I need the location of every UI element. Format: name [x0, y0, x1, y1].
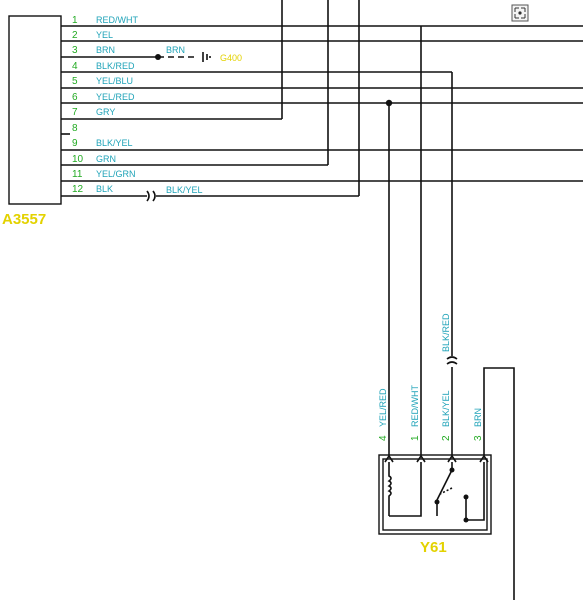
y61-wire-color: RED/WHT — [410, 385, 420, 427]
component-y61 — [378, 454, 492, 535]
y61-pin-number: 4 — [378, 435, 389, 441]
pin-number: 12 — [72, 184, 84, 195]
pin-number: 9 — [72, 138, 78, 149]
expand-icon[interactable] — [511, 4, 529, 22]
pin-number: 5 — [72, 76, 78, 87]
wire-color-label: YEL/GRN — [96, 169, 136, 179]
wire-color-label: GRN — [96, 154, 116, 164]
wire-color-label: GRY — [96, 107, 115, 117]
pin-number: 7 — [72, 107, 78, 118]
wire-color-label: BLK — [96, 184, 113, 194]
a3557-pin-4: 4 BLK/RED — [72, 61, 135, 72]
pin-number: 3 — [72, 45, 78, 56]
y61-pin-labels: 4 YEL/RED 1 RED/WHT 2 BLK/YEL 3 BRN — [378, 385, 484, 441]
y61-inner-box — [382, 458, 488, 531]
a3557-pin-9: 9 BLK/YEL — [72, 138, 133, 149]
y61-inline-connector — [446, 356, 458, 365]
pin-number: 2 — [72, 30, 78, 41]
y61-pin-number: 1 — [410, 435, 421, 441]
a3557-pin-5: 5 YEL/BLU — [72, 76, 133, 87]
wire-color-label: YEL/BLU — [96, 76, 133, 86]
pin-number: 10 — [72, 154, 84, 165]
wire-color-label: BLK/RED — [96, 61, 135, 71]
a3557-pin-7: 7 GRY — [72, 107, 115, 118]
wire-color-label: BLK/YEL — [96, 138, 133, 148]
connector-a3557-body — [8, 15, 62, 205]
switch-icon — [436, 469, 453, 501]
wire-y61-pin-3 — [483, 367, 515, 600]
wire-color-label: YEL/RED — [96, 92, 135, 102]
a3557-pin-2: 2 YEL — [72, 30, 113, 41]
inline-connector — [146, 190, 156, 202]
y61-outer-box — [378, 454, 492, 535]
wire-color-label: RED/WHT — [96, 15, 138, 25]
a3557-pin-1: 1 RED/WHT — [72, 15, 138, 26]
coil-icon — [387, 462, 392, 516]
pin-number: 11 — [72, 169, 83, 180]
a3557-pin-6: 6 YEL/RED — [72, 92, 135, 103]
y61-wire-color: BRN — [473, 408, 483, 427]
y61-pin-number: 3 — [473, 435, 484, 441]
a3557-pin-10: 10 GRN — [72, 154, 116, 165]
component-y61-label: Y61 — [420, 539, 447, 556]
inline-wire-color-label: BLK/YEL — [166, 185, 203, 195]
wire-color-label: BRN — [96, 45, 115, 55]
a3557-pin-3: 3 BRN — [72, 45, 115, 56]
y61-wire-color: BLK/YEL — [441, 390, 451, 427]
y61-pin-number: 2 — [441, 435, 452, 441]
a3557-pin-8: 8 — [72, 123, 78, 134]
pin-number: 1 — [72, 15, 78, 26]
connector-a3557-label: A3557 — [2, 211, 46, 228]
pin-number: 6 — [72, 92, 78, 103]
ground-label: G400 — [220, 53, 242, 63]
ground-g400: BRN G400 — [155, 45, 242, 63]
pin-number: 8 — [72, 123, 78, 134]
a3557-pin-11: 11 YEL/GRN — [72, 169, 136, 180]
a3557-pin-12: 12 BLK — [72, 184, 113, 195]
y61-wire-color: YEL/RED — [378, 388, 388, 427]
ground-wire-color-label: BRN — [166, 45, 185, 55]
pin-number: 4 — [72, 61, 78, 72]
y61-wire-color-blk-red: BLK/RED — [441, 313, 451, 352]
wire-color-label: YEL — [96, 30, 113, 40]
